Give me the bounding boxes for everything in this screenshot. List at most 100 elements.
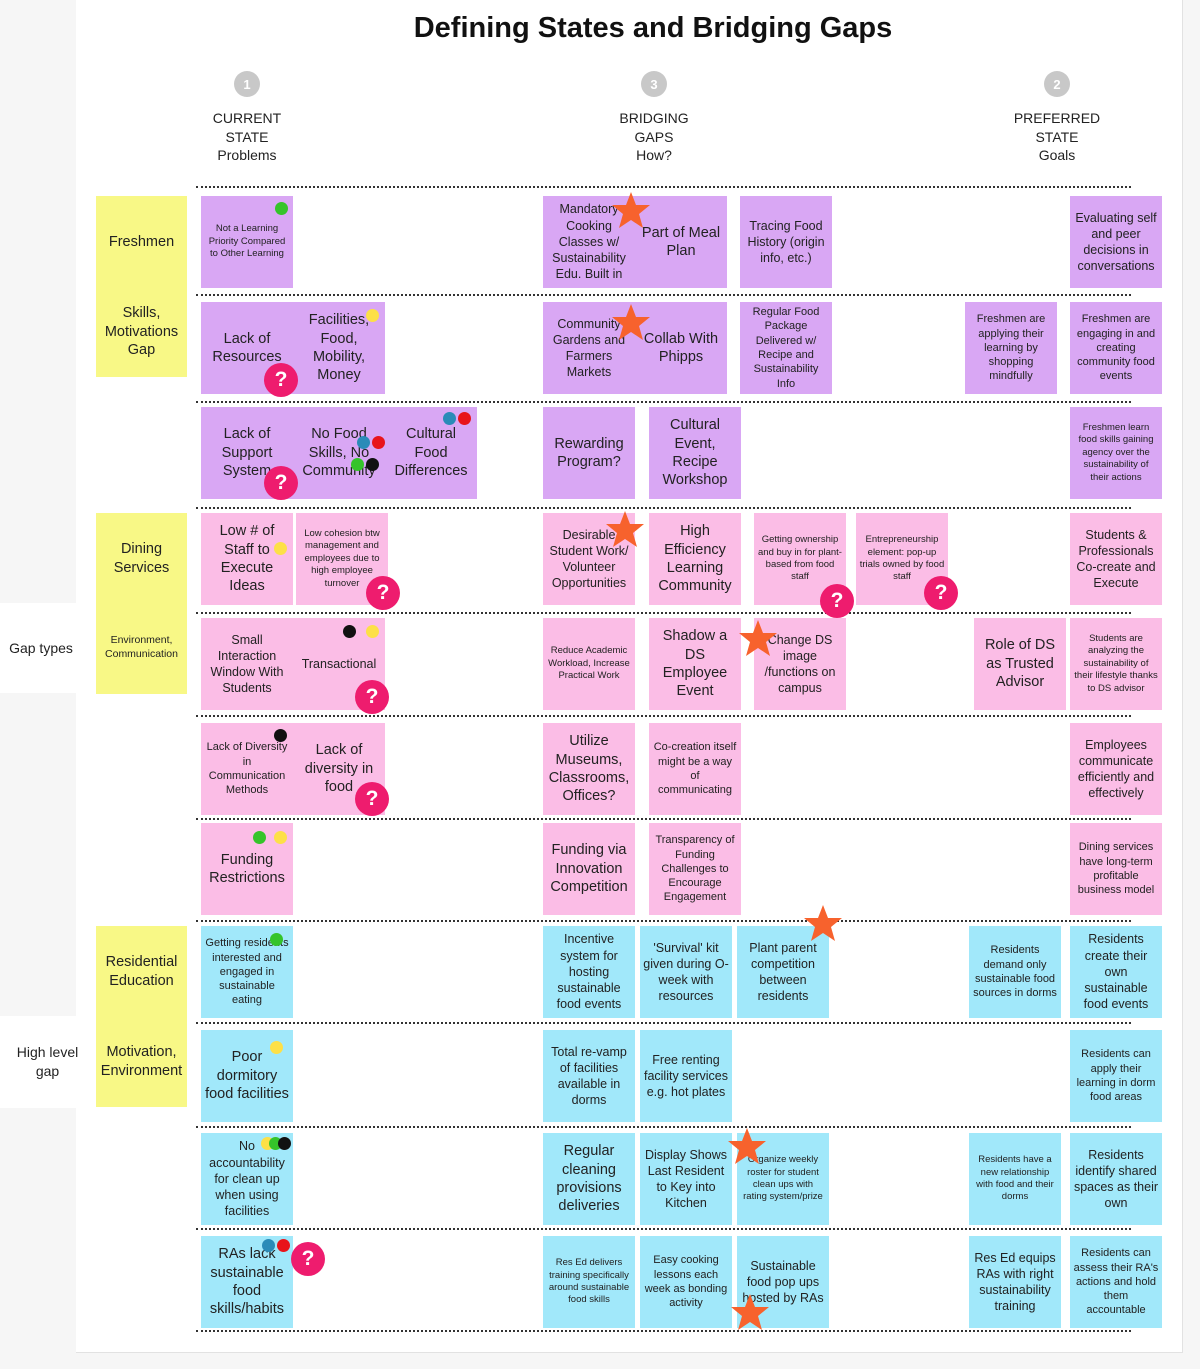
note-text: Students & Professionals Co-create and E… (1076, 527, 1156, 591)
note-text: Tracing Food History (origin info, etc.) (747, 218, 825, 266)
sticky-note: Funding via Innovation Competition (543, 823, 635, 915)
row-label-skills: Skills, Motivations Gap (104, 304, 179, 359)
sticky-note: Co-creation itself might be a way of com… (649, 723, 741, 815)
note-text: Organize weekly roster for student clean… (743, 1154, 823, 1203)
sticky-note: Role of DS as Trusted Advisor (974, 618, 1066, 710)
column-number-preferred: 2 (1044, 71, 1070, 97)
note-text: Lack of Diversity in Communication Metho… (206, 741, 288, 797)
sticky-note: Residents demand only sustainable food s… (969, 926, 1061, 1018)
row-label-residential-block (96, 926, 187, 1107)
row-divider (196, 1228, 1131, 1230)
row-divider (196, 294, 1131, 296)
note-text: Role of DS as Trusted Advisor (984, 637, 1056, 691)
sticky-note: Freshmen are engaging in and creating co… (1070, 302, 1162, 394)
sticky-note: Dining services have long-term profitabl… (1070, 823, 1162, 915)
question-mark-icon: ? (291, 1242, 325, 1276)
sticky-note: No Food Skills, No Community (293, 407, 385, 499)
note-text: Display Shows Last Resident to Key into … (645, 1147, 727, 1211)
note-text: Sustainable food pop ups hosted by RAs (742, 1258, 824, 1306)
sticky-note: Students & Professionals Co-create and E… (1070, 513, 1162, 605)
sticky-note: Getting residents interested and engaged… (201, 926, 293, 1018)
sticky-note: Students are analyzing the sustainabilit… (1070, 618, 1162, 710)
sticky-note: Getting ownership and buy in for plant-b… (754, 513, 846, 605)
column-label-preferred: PREFERRED STATE Goals (1013, 110, 1101, 163)
star-icon (612, 192, 650, 228)
green-dot-icon (270, 933, 283, 946)
note-text: Freshmen are applying their learning by … (976, 313, 1046, 383)
note-text: Regular cleaning provisions deliveries (556, 1143, 622, 1215)
note-text: Residents identify shared spaces as thei… (1073, 1147, 1159, 1211)
question-mark-icon: ? (264, 363, 298, 397)
note-text: Incentive system for hosting sustainable… (556, 932, 622, 1012)
column-label-current: CURRENT STATE Problems (212, 110, 282, 163)
row-divider (196, 1022, 1131, 1024)
sticky-note: Residents have a new relationship with f… (969, 1133, 1061, 1225)
star-icon (731, 1294, 769, 1330)
note-text: Total re-vamp of facilities available in… (551, 1044, 627, 1108)
side-label-high-level-gap-text: High level gap (16, 1044, 79, 1079)
row-label-motivation-environment: Motivation, Environment (100, 1044, 183, 1079)
note-text: Funding via Innovation Competition (550, 842, 628, 896)
sticky-note: Reduce Academic Workload, Increase Pract… (543, 618, 635, 710)
note-text: Cultural Event, Recipe Workshop (662, 417, 728, 489)
sticky-note: Cultural Event, Recipe Workshop (649, 407, 741, 499)
sticky-note: RAs lack sustainable food skills/habits (201, 1236, 293, 1328)
note-text: Res Ed equips RAs with right sustainabil… (974, 1250, 1056, 1314)
column-number-bridging: 3 (641, 71, 667, 97)
sticky-note: Transparency of Funding Challenges to En… (649, 823, 741, 915)
yellow-dot-icon (274, 831, 287, 844)
note-text: No accountability for clean up when usin… (209, 1139, 285, 1219)
yellow-dot-icon (366, 625, 379, 638)
note-text: Shadow a DS Employee Event (662, 628, 728, 700)
sticky-note: Employees communicate efficiently and ef… (1070, 723, 1162, 815)
note-text: No Food Skills, No Community (302, 426, 376, 480)
note-text: Entrepreneurship element: pop-up trials … (859, 534, 945, 583)
blue-dot-icon (443, 412, 456, 425)
note-text: Cultural Food Differences (394, 426, 468, 480)
note-text: Change DS image /functions on campus (764, 632, 836, 696)
note-text: Funding Restrictions (209, 851, 285, 886)
star-icon (606, 511, 644, 547)
note-text: Transactional (301, 656, 377, 671)
sticky-note: Total re-vamp of facilities available in… (543, 1030, 635, 1122)
note-text: Residents can apply their learning in do… (1076, 1048, 1156, 1104)
note-text: Residents can assess their RA's actions … (1073, 1247, 1159, 1317)
star-icon (804, 905, 842, 941)
row-divider (196, 186, 1131, 188)
green-dot-icon (275, 202, 288, 215)
note-text: Transparency of Funding Challenges to En… (655, 834, 735, 904)
row-label-dining: Dining Services (113, 541, 170, 576)
question-mark-icon: ? (264, 466, 298, 500)
note-text: Dining services have long-term profitabl… (1077, 841, 1155, 897)
note-text: Free renting facility services e.g. hot … (643, 1052, 729, 1100)
sticky-note: Regular Food Package Delivered w/ Recipe… (740, 302, 832, 394)
note-text: RAs lack sustainable food skills/habits (209, 1246, 285, 1318)
sticky-note: Mandatory Cooking Classes w/ Sustainabil… (543, 196, 635, 288)
sticky-note: Collab With Phipps (635, 302, 727, 394)
note-text: Desirable Student Work/ Volunteer Opport… (549, 527, 629, 591)
blue-dot-icon (262, 1239, 275, 1252)
note-text: Residents demand only sustainable food s… (973, 944, 1057, 1000)
note-text: Residents create their own sustainable f… (1083, 932, 1149, 1012)
sticky-note: Utilize Museums, Classrooms, Offices? (543, 723, 635, 815)
sticky-note: High Efficiency Learning Community (649, 513, 741, 605)
note-text: Lack of Resources (212, 330, 282, 365)
side-label-high-level-gap: High level gap (0, 1016, 95, 1108)
sticky-note: Evaluating self and peer decisions in co… (1070, 196, 1162, 288)
sticky-note: Residents create their own sustainable f… (1070, 926, 1162, 1018)
row-divider (196, 401, 1131, 403)
sticky-note: Low cohesion btw management and employee… (296, 513, 388, 605)
sticky-note: Residents identify shared spaces as thei… (1070, 1133, 1162, 1225)
row-divider (196, 818, 1131, 820)
page-title: Defining States and Bridging Gaps (413, 12, 893, 44)
note-text: Getting ownership and buy in for plant-b… (758, 534, 842, 583)
question-mark-icon: ? (355, 782, 389, 816)
star-icon (728, 1128, 766, 1164)
row-divider (196, 1126, 1131, 1128)
column-label-bridging: BRIDGING GAPS How? (619, 110, 689, 163)
red-dot-icon (372, 436, 385, 449)
sticky-note: Part of Meal Plan (635, 196, 727, 288)
note-text: Community Gardens and Farmers Markets (552, 316, 626, 380)
row-divider (196, 920, 1131, 922)
note-text: Students are analyzing the sustainabilit… (1074, 633, 1158, 694)
